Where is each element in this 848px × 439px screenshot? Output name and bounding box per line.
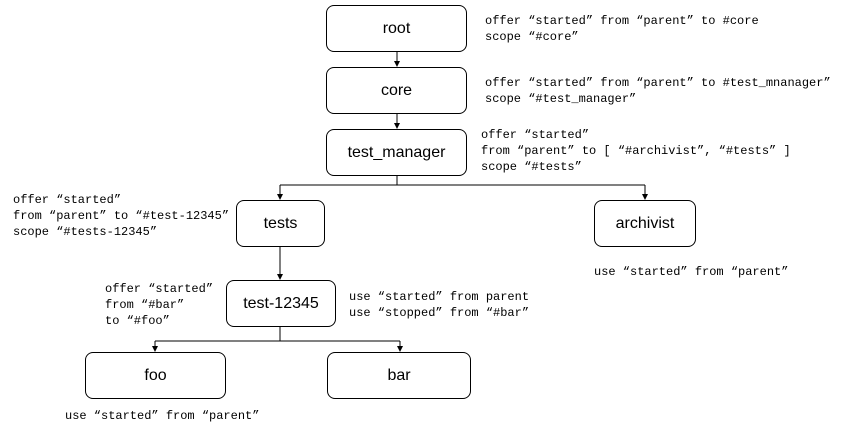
node-core: core bbox=[326, 67, 467, 114]
note-test-12345-offer: offer “started” from “#bar” to “#foo” bbox=[105, 282, 214, 328]
node-bar: bar bbox=[327, 352, 471, 399]
note-archivist: use “started” from “parent” bbox=[594, 265, 789, 279]
node-tests: tests bbox=[236, 200, 325, 247]
node-test-manager: test_manager bbox=[326, 129, 467, 176]
note-tests: offer “started” from “parent” to “#test-… bbox=[13, 193, 230, 239]
note-core: offer “started” from “parent” to #test_m… bbox=[485, 76, 831, 106]
node-archivist: archivist bbox=[594, 200, 696, 247]
note-test-manager: offer “started” from “parent” to [ “#arc… bbox=[481, 128, 791, 174]
note-foo: use “started” from “parent” bbox=[65, 409, 260, 423]
node-root: root bbox=[326, 5, 467, 52]
node-test-12345: test-12345 bbox=[226, 280, 336, 327]
note-root: offer “started” from “parent” to #core s… bbox=[485, 14, 759, 44]
note-test-12345-use: use “started” from parent use “stopped” … bbox=[349, 290, 530, 320]
node-foo: foo bbox=[85, 352, 226, 399]
